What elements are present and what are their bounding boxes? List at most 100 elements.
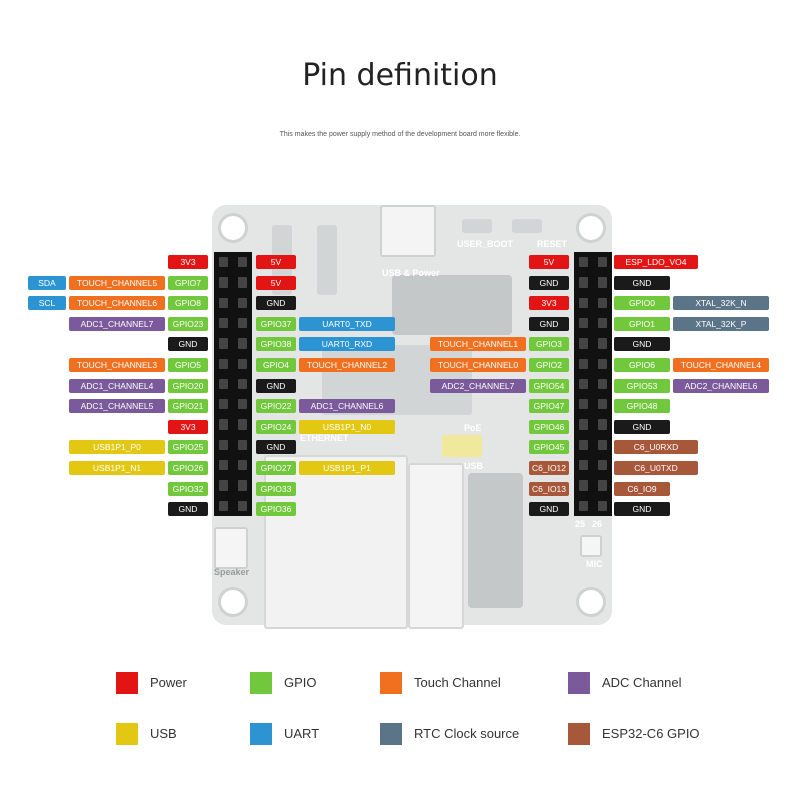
pin-function-label: ADC2_CHANNEL7	[430, 378, 526, 393]
header-pin	[598, 297, 607, 308]
usb-label: USB	[464, 461, 484, 471]
usb-c-connector	[380, 205, 436, 257]
poe-label: PoE	[464, 423, 482, 433]
header-pin	[598, 358, 607, 369]
pin-function-label: ADC1_CHANNEL5	[69, 399, 165, 414]
pin-label: GPIO4	[256, 358, 296, 372]
pin-function-label: TOUCH_CHANNEL3	[69, 358, 165, 372]
pin-label: 3V3	[168, 255, 208, 269]
header-pin	[579, 358, 588, 369]
legend-label: UART	[284, 726, 320, 741]
pin-label: GPIO24	[256, 419, 296, 434]
pin-label: GPIO20	[168, 378, 208, 393]
header-pin	[219, 317, 228, 329]
header-pin	[579, 297, 588, 308]
pin-label: GND	[529, 502, 569, 517]
legend-swatch	[250, 723, 272, 745]
header-pin	[598, 399, 607, 410]
pin-label: GPIO37	[256, 316, 296, 331]
header-pin	[238, 500, 247, 511]
component	[317, 225, 337, 295]
header-pin	[219, 297, 228, 308]
header-pin	[579, 338, 588, 349]
header-pin	[598, 317, 607, 329]
header-pin	[238, 317, 247, 329]
pin-label: GND	[256, 378, 296, 393]
pin-function-label: ADC1_CHANNEL4	[69, 378, 165, 393]
pin-label: 5V	[256, 275, 296, 290]
pin-label: 5V	[256, 255, 296, 269]
pin-label: GND	[614, 502, 670, 517]
pin-function-label: TOUCH_CHANNEL0	[430, 358, 526, 372]
header-pin	[598, 419, 607, 430]
dev-board: USB & Power USER_BOOT RESET ETHERNET PoE…	[212, 205, 612, 629]
pin-function-label: USB1P1_N0	[299, 419, 395, 434]
header-pin	[579, 277, 588, 288]
header-pin	[238, 419, 247, 430]
right-pin-header	[574, 252, 612, 516]
pin-label: GPIO21	[168, 399, 208, 414]
page-subtitle: This makes the power supply method of th…	[279, 131, 521, 138]
pin-function-label: TOUCH_CHANNEL5	[69, 275, 165, 290]
page-title: Pin definition	[302, 58, 498, 93]
header-pin	[579, 480, 588, 491]
header-pin	[598, 480, 607, 491]
left-pin-header	[214, 252, 252, 516]
pin-function-label: TOUCH_CHANNEL4	[673, 358, 769, 372]
legend-swatch	[568, 723, 590, 745]
pin-function-label: SCL	[28, 296, 66, 311]
pin-label: GPIO7	[168, 275, 208, 290]
pin-label: GND	[614, 419, 670, 434]
legend-label: ESP32-C6 GPIO	[602, 726, 700, 741]
legend-label: GPIO	[284, 675, 317, 690]
header-pin	[219, 439, 228, 451]
header-pin	[598, 500, 607, 511]
speaker-connector	[214, 527, 248, 569]
header-pin	[238, 277, 247, 288]
header-pin	[238, 439, 247, 451]
pin-function-label: XTAL_32K_P	[673, 316, 769, 331]
pin-label: GPIO1	[614, 316, 670, 331]
pin-function-label: ADC1_CHANNEL7	[69, 316, 165, 331]
pin-label: GPIO26	[168, 461, 208, 475]
pin-label: GND	[529, 275, 569, 290]
header-pin	[219, 460, 228, 471]
header-pin	[579, 257, 588, 268]
header-pin	[579, 399, 588, 410]
pin-label: C6_IO13	[529, 481, 569, 496]
header-pin	[219, 358, 228, 369]
pin-label: GPIO8	[168, 296, 208, 311]
header-pin	[238, 399, 247, 410]
usb-power-label: USB & Power	[382, 268, 440, 278]
pin-label: GND	[614, 275, 670, 290]
mounting-hole	[218, 213, 248, 243]
reset-button	[512, 219, 542, 233]
pin-function-label: ADC1_CHANNEL6	[299, 399, 395, 414]
pin-function-label: USB1P1_P1	[299, 461, 395, 475]
pin-label: GPIO5	[168, 358, 208, 372]
chip	[392, 275, 512, 335]
header-pin	[579, 460, 588, 471]
header-pin	[219, 500, 228, 511]
pin-label: GND	[168, 502, 208, 517]
speaker-label: Speaker	[214, 567, 250, 577]
pin-label: GPIO36	[256, 502, 296, 517]
header-pin	[219, 378, 228, 390]
header-pin	[238, 378, 247, 390]
header-pin	[238, 297, 247, 308]
legend-swatch	[250, 672, 272, 694]
esp32-c6-module	[468, 473, 523, 608]
pin-label: GPIO32	[168, 481, 208, 496]
ethernet-label: ETHERNET	[300, 433, 349, 443]
pin-label: 5V	[529, 255, 569, 269]
header-pin	[579, 500, 588, 511]
legend-swatch	[380, 672, 402, 694]
pin-function-label: USB1P1_N1	[69, 461, 165, 475]
header-pin	[219, 338, 228, 349]
header-pin	[238, 257, 247, 268]
pin-label: GPIO33	[256, 481, 296, 496]
header-pin	[238, 480, 247, 491]
user-boot-button	[462, 219, 492, 233]
usb-a-port	[408, 463, 464, 629]
header-pin	[219, 399, 228, 410]
